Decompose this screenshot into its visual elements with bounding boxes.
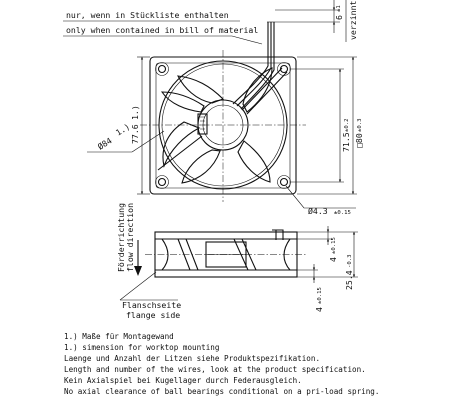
note-line: No axial clearance of ball bearings cond…	[64, 387, 380, 397]
dim-hole-diameter: Ø4.3 ±0.15	[308, 206, 351, 216]
svg-text:±0.2: ±0.2	[344, 119, 350, 132]
svg-text:-0.3: -0.3	[347, 255, 353, 268]
svg-text:±1: ±1	[336, 5, 342, 12]
svg-text:±0.15: ±0.15	[331, 237, 337, 254]
svg-text:±0.15: ±0.15	[317, 287, 323, 304]
svg-text:±0.3: ±0.3	[357, 119, 363, 132]
svg-text:□80: □80	[354, 133, 364, 148]
note-line: Kein Axialspiel bei Kugellager durch Fed…	[64, 376, 302, 386]
lead-wires	[232, 21, 275, 110]
svg-text:Ø84: Ø84	[96, 135, 114, 151]
svg-text:±0.15: ±0.15	[334, 210, 351, 216]
svg-text:4: 4	[314, 307, 324, 312]
dim-frame-size: □80 ±0.3	[354, 119, 364, 148]
dim-wire-length: 6 ±1	[334, 5, 344, 20]
wire-finish-label: verzinnt	[348, 0, 358, 40]
svg-text:25.4: 25.4	[344, 270, 354, 290]
dim-height-left: 77.6 1.)	[130, 105, 140, 144]
flow-direction-de: Förderrichtung	[116, 203, 126, 272]
drawing-notes: 1.) Maße für Montagewand 1.) simension f…	[64, 331, 444, 398]
svg-text:Ø4.3: Ø4.3	[308, 206, 328, 216]
flange-side-en: flange side	[126, 310, 180, 320]
dim-height-left-note: 1.)	[130, 105, 140, 120]
dim-mount-diameter: Ø84	[96, 135, 114, 151]
note-line: Laenge und Anzahl der Litzen siehe Produ…	[64, 354, 321, 364]
impeller-blades	[160, 67, 273, 184]
struts	[157, 67, 288, 171]
dim-hole-pitch: 71.5 ±0.2	[341, 119, 351, 152]
svg-text:71.5: 71.5	[341, 132, 351, 152]
dim-mount-diameter-note: 1.)	[114, 121, 132, 137]
dim-flange-bottom: 4 ±0.15	[314, 287, 324, 312]
note-line: Length and number of the wires, look at …	[64, 365, 366, 375]
svg-text:4: 4	[328, 257, 338, 262]
material-callout-de: nur, wenn in Stückliste enthalten	[66, 10, 229, 20]
svg-text:77.6: 77.6	[130, 124, 140, 144]
material-callout-en: only when contained in bill of material	[66, 25, 258, 35]
dim-depth: 25.4 -0.3	[344, 255, 354, 290]
front-view	[140, 21, 306, 202]
note-line: 1.) simension for worktop mounting	[64, 343, 220, 353]
side-view	[134, 229, 306, 278]
hub-connector	[197, 113, 208, 135]
svg-text:6: 6	[334, 15, 344, 20]
flow-direction-en: flow direction	[125, 203, 135, 272]
flange-side-de: Flanschseite	[122, 300, 181, 310]
dim-flange-top: 4 ±0.15	[328, 237, 338, 262]
flow-direction-arrow	[134, 240, 142, 276]
note-line: 1.) Maße für Montagewand	[64, 332, 174, 341]
